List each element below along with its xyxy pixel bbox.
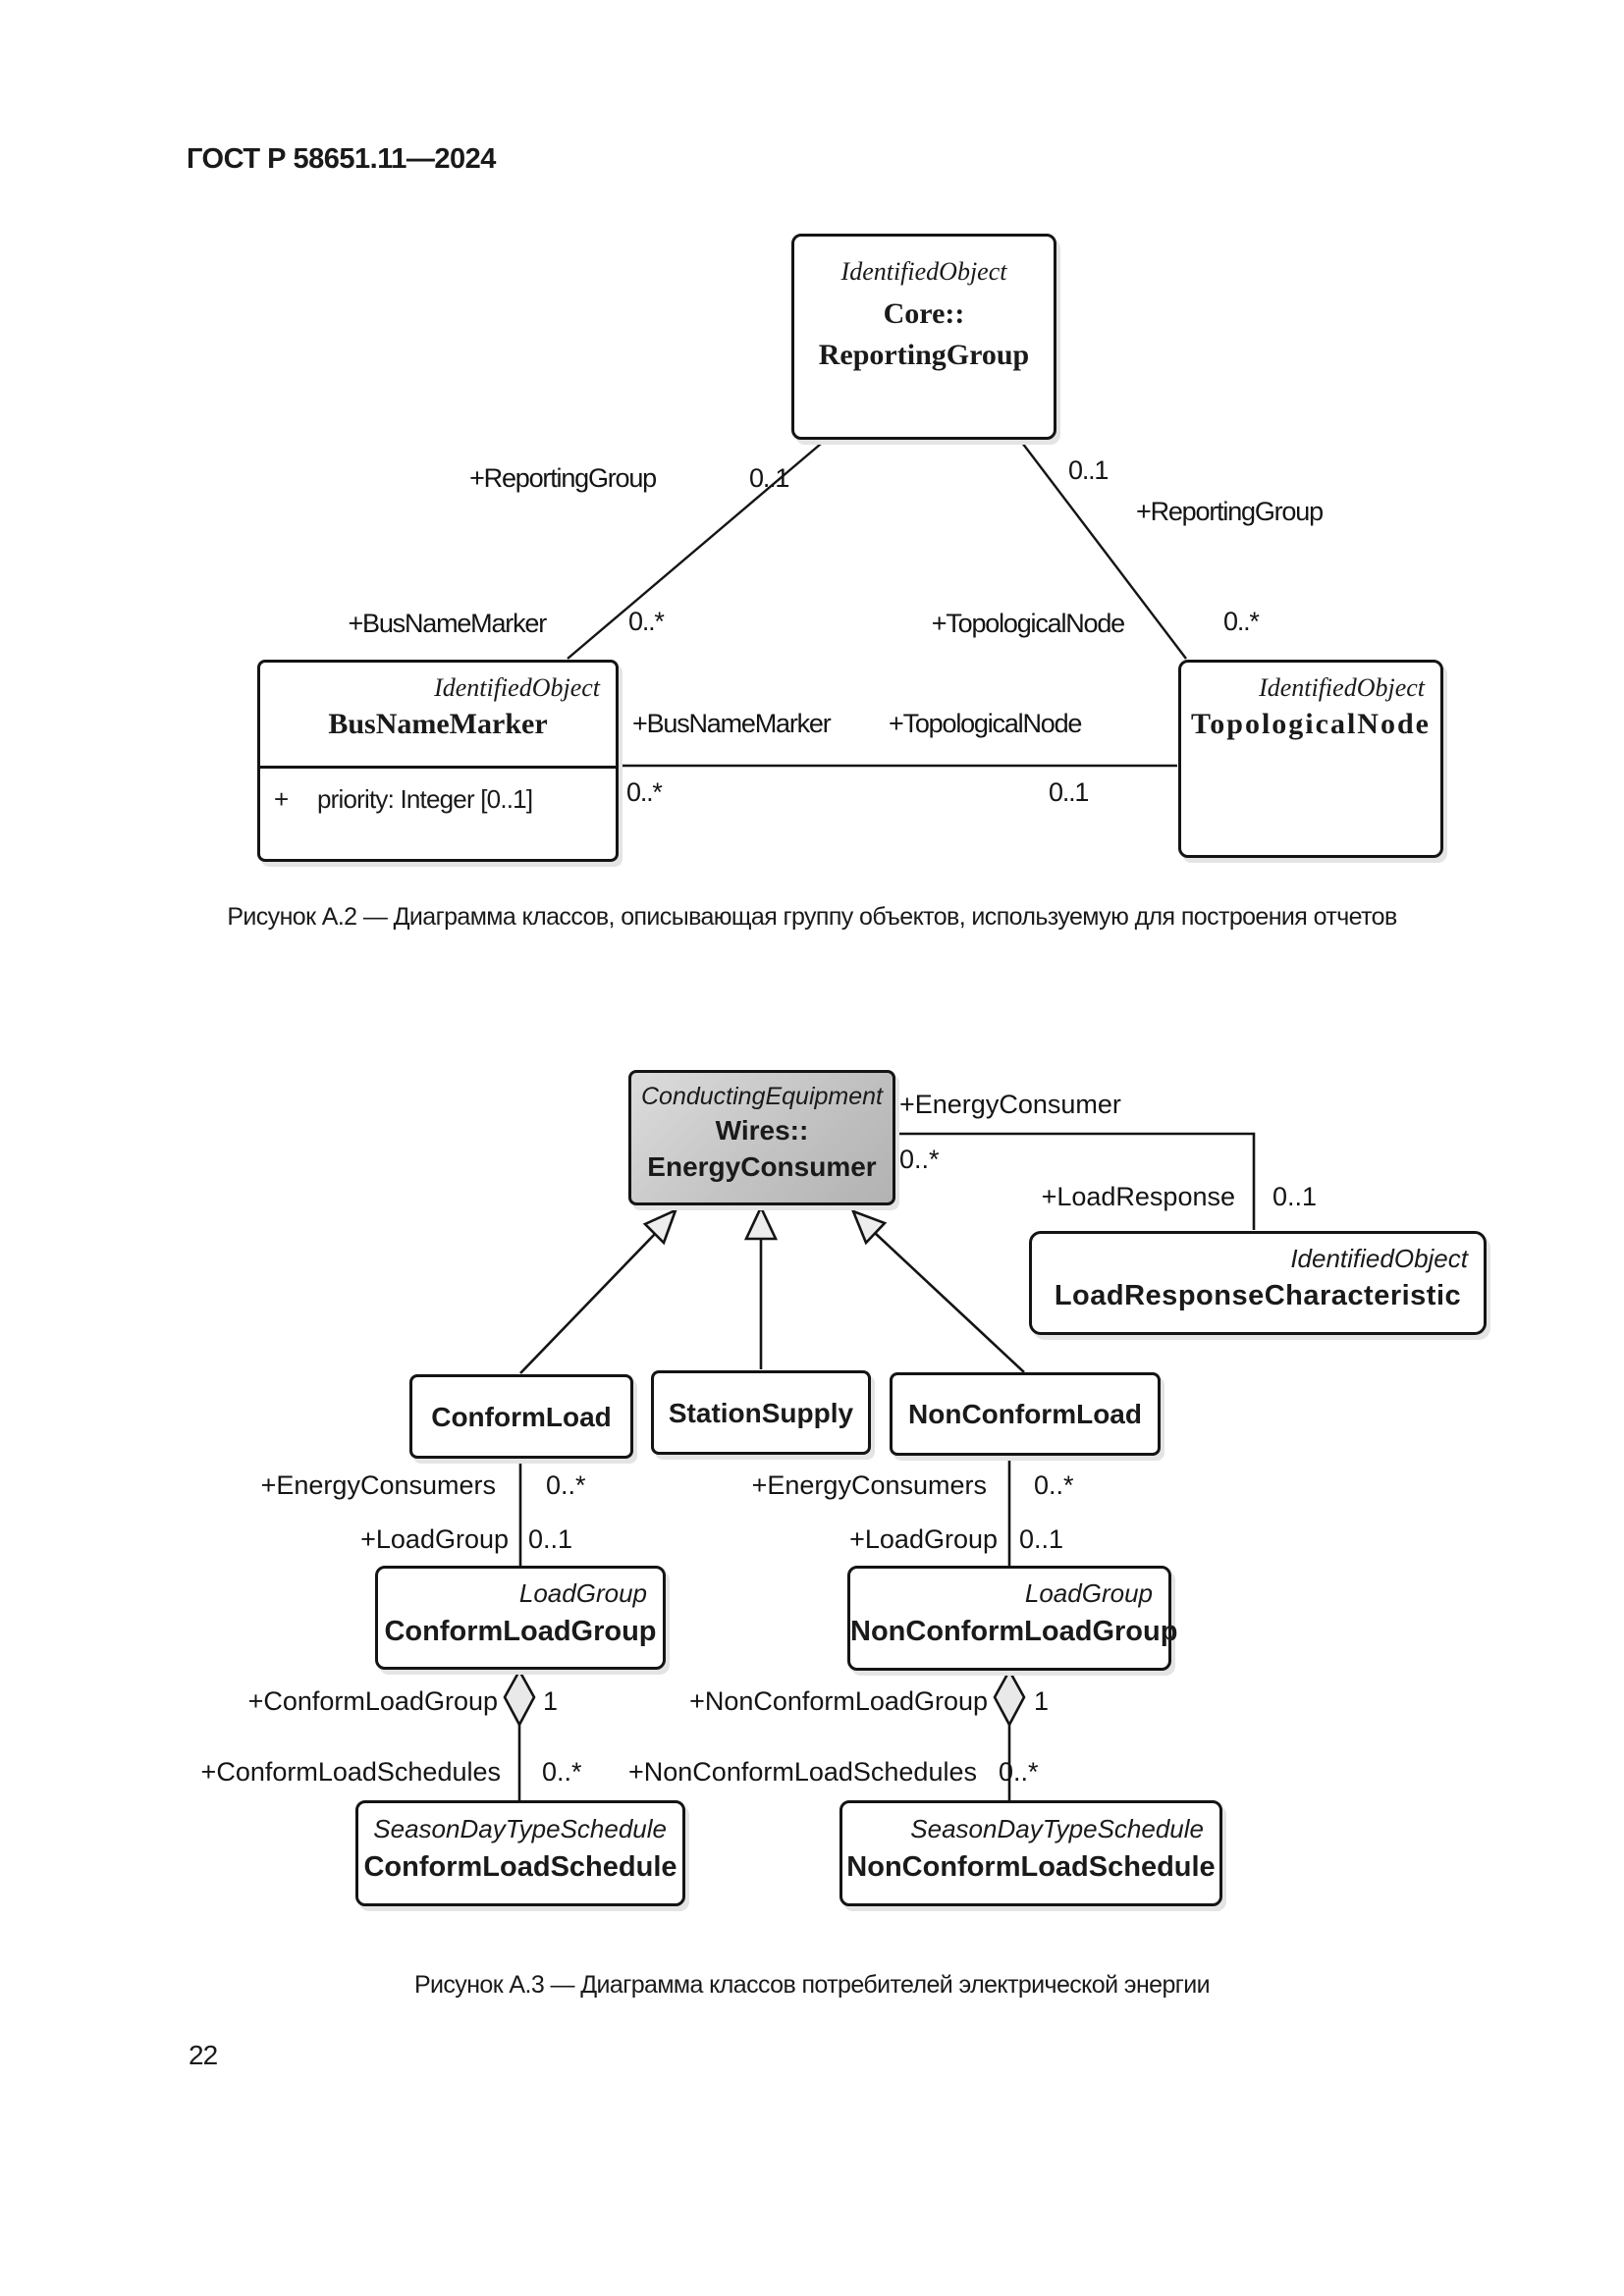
class-stereotype: LoadGroup [1024, 1578, 1153, 1608]
multiplicity-label: 0..* [546, 1470, 586, 1500]
association-line [567, 438, 828, 660]
generalization-line [874, 1232, 1025, 1373]
multiplicity-label: 0..* [999, 1757, 1039, 1787]
multiplicity-label: 0..1 [1068, 455, 1109, 485]
class-name: ReportingGroup [818, 339, 1030, 371]
multiplicity-label: 0..1 [749, 463, 789, 493]
class-box-reporting-group: IdentifiedObject Core:: ReportingGroup [791, 234, 1056, 440]
figure-a3-caption: Рисунок А.3 — Диаграмма классов потребит… [413, 1971, 1211, 1999]
role-label: +ConformLoadSchedules [200, 1757, 501, 1787]
multiplicity-label: 0..* [899, 1145, 940, 1174]
class-package: Core:: [883, 297, 965, 330]
class-box-energy-consumer: ConductingEquipment Wires:: EnergyConsum… [628, 1070, 895, 1205]
class-stereotype: SeasonDayTypeSchedule [910, 1814, 1204, 1843]
class-name: LoadResponseCharacteristic [1054, 1280, 1462, 1311]
role-label: +ReportingGroup [469, 463, 657, 493]
class-box-non-conform-load-group: LoadGroup NonConformLoadGroup [847, 1566, 1178, 1671]
role-label: +EnergyConsumers [260, 1470, 496, 1500]
multiplicity-label: 0..* [1223, 607, 1260, 636]
generalization-triangle-icon [642, 1207, 678, 1246]
class-box-load-response-characteristic: IdentifiedObject LoadResponseCharacteris… [1029, 1231, 1487, 1335]
figure-a2-caption: Рисунок А.2 — Диаграмма классов, описыва… [227, 903, 1397, 931]
generalization-triangle-icon [850, 1208, 888, 1246]
class-name: TopologicalNode [1191, 708, 1431, 740]
class-name: ConformLoadGroup [384, 1616, 657, 1647]
multiplicity-label: 0..1 [1019, 1524, 1064, 1554]
class-stereotype: SeasonDayTypeSchedule [373, 1814, 667, 1843]
role-label: +TopologicalNode [889, 709, 1082, 738]
class-name: ConformLoad [431, 1401, 612, 1432]
class-stereotype: IdentifiedObject [1259, 673, 1425, 702]
class-box-conform-load-schedule: SeasonDayTypeSchedule ConformLoadSchedul… [355, 1800, 685, 1906]
generalization-line [519, 1233, 656, 1374]
generalization-triangle-icon [743, 1203, 779, 1241]
role-label: +BusNameMarker [632, 709, 832, 738]
class-stereotype: LoadGroup [518, 1578, 647, 1608]
class-box-topological-node: IdentifiedObject TopologicalNode [1178, 660, 1443, 858]
class-stereotype: IdentifiedObject [1290, 1244, 1468, 1273]
aggregation-diamond-icon [993, 1668, 1026, 1728]
role-label: +LoadGroup [360, 1524, 509, 1554]
multiplicity-label: 0..1 [1049, 777, 1089, 807]
multiplicity-label: 0..* [542, 1757, 582, 1787]
association-line [895, 1132, 1256, 1230]
class-stereotype: IdentifiedObject [840, 257, 1007, 286]
role-label: +NonConformLoadGroup [689, 1686, 988, 1716]
attribute-visibility: + [274, 784, 289, 814]
role-label: +ReportingGroup [1136, 497, 1324, 526]
aggregation-diamond-icon [503, 1668, 536, 1728]
class-box-conform-load-group: LoadGroup ConformLoadGroup [375, 1566, 666, 1670]
class-package: Wires:: [715, 1115, 809, 1146]
class-name: NonConformLoadGroup [850, 1616, 1178, 1647]
class-attribute-row: + priority: Integer [0..1] [260, 766, 616, 815]
role-label: +TopologicalNode [931, 609, 1125, 638]
class-stereotype: IdentifiedObject [434, 673, 600, 702]
class-name: EnergyConsumer [647, 1151, 877, 1182]
association-line [1018, 438, 1187, 660]
multiplicity-label: 1 [1034, 1686, 1050, 1716]
class-stereotype: ConductingEquipment [641, 1083, 883, 1110]
class-name: NonConformLoad [908, 1399, 1142, 1429]
multiplicity-label: 1 [543, 1686, 559, 1716]
class-name: BusNameMarker [328, 708, 548, 740]
class-box-conform-load: ConformLoad [409, 1374, 633, 1459]
role-label: +EnergyConsumers [751, 1470, 987, 1500]
multiplicity-label: 0..* [628, 607, 665, 636]
role-label: +ConformLoadGroup [247, 1686, 498, 1716]
role-label: +LoadResponse [1041, 1182, 1235, 1211]
role-label: +BusNameMarker [348, 609, 547, 638]
class-box-station-supply: StationSupply [651, 1370, 871, 1455]
attribute-text: priority: Integer [0..1] [317, 784, 533, 814]
class-box-non-conform-load: NonConformLoad [890, 1372, 1161, 1456]
role-label: +LoadGroup [849, 1524, 998, 1554]
class-box-non-conform-load-schedule: SeasonDayTypeSchedule NonConformLoadSche… [839, 1800, 1222, 1906]
page-header: ГОСТ Р 58651.11—2024 [187, 143, 496, 175]
class-name: StationSupply [668, 1397, 854, 1428]
page-number: 22 [189, 2040, 218, 2070]
multiplicity-label: 0..* [626, 777, 663, 807]
role-label: +NonConformLoadSchedules [628, 1757, 977, 1787]
class-name: ConformLoadSchedule [363, 1851, 677, 1883]
multiplicity-label: 0..1 [528, 1524, 573, 1554]
class-box-bus-name-marker: IdentifiedObject BusNameMarker + priority… [257, 660, 619, 862]
multiplicity-label: 0..* [1034, 1470, 1074, 1500]
role-label: +EnergyConsumer [899, 1090, 1121, 1119]
class-name: NonConformLoadSchedule [846, 1851, 1216, 1883]
multiplicity-label: 0..1 [1272, 1182, 1318, 1211]
